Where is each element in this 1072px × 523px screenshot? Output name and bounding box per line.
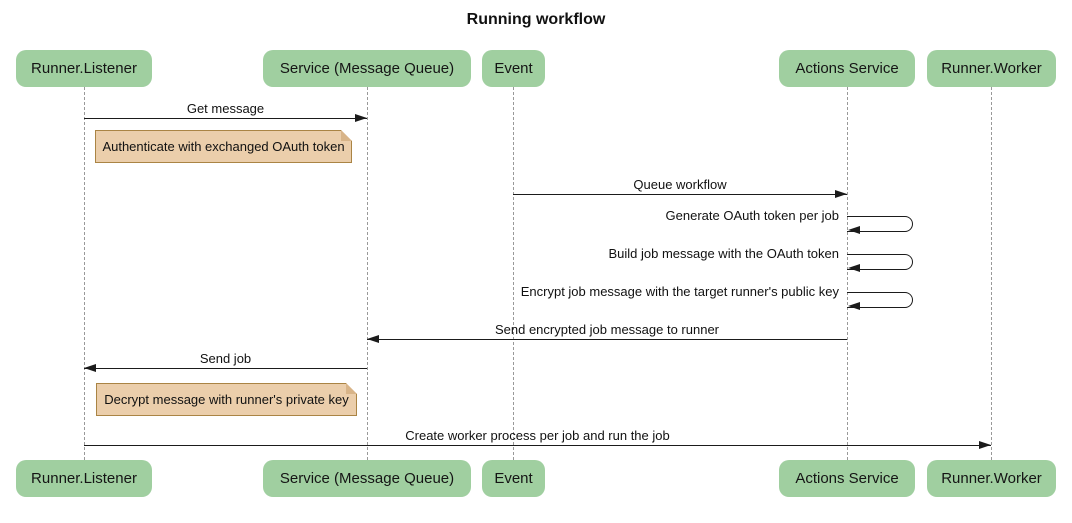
- arrowhead-right-icon: [835, 190, 847, 198]
- lifeline-service-mq: [367, 87, 368, 460]
- message-label: Build job message with the OAuth token: [608, 246, 839, 261]
- message-line: [367, 339, 847, 340]
- message-label: Get message: [186, 101, 265, 116]
- message-label: Send job: [199, 351, 252, 366]
- message-label: Generate OAuth token per job: [665, 208, 839, 223]
- arrowhead-right-icon: [979, 441, 991, 449]
- message-label: Encrypt job message with the target runn…: [520, 284, 839, 299]
- actor-bottom-runner-worker: Runner.Worker: [927, 460, 1056, 497]
- message-label: Create worker process per job and run th…: [405, 428, 670, 443]
- arrowhead-left-icon: [848, 226, 860, 234]
- lifeline-runner-worker: [991, 87, 992, 460]
- note-fold-icon: [346, 383, 357, 394]
- self-message-loop: [847, 216, 913, 232]
- self-message-loop: [847, 254, 913, 270]
- actor-top-runner-listener: Runner.Listener: [16, 50, 152, 87]
- message-line: [84, 445, 991, 446]
- note-label: Decrypt message with runner's private ke…: [104, 392, 349, 407]
- actor-top-actions-service: Actions Service: [779, 50, 915, 87]
- message-label: Send encrypted job message to runner: [494, 322, 720, 337]
- actor-bottom-service-mq: Service (Message Queue): [263, 460, 471, 497]
- actor-top-service-mq: Service (Message Queue): [263, 50, 471, 87]
- actor-bottom-actions-service: Actions Service: [779, 460, 915, 497]
- arrowhead-left-icon: [367, 335, 379, 343]
- arrowhead-left-icon: [84, 364, 96, 372]
- actor-bottom-event: Event: [482, 460, 545, 497]
- actor-top-event: Event: [482, 50, 545, 87]
- message-line: [84, 118, 367, 119]
- note-label: Authenticate with exchanged OAuth token: [102, 139, 345, 154]
- arrowhead-left-icon: [848, 302, 860, 310]
- message-line: [513, 194, 847, 195]
- message-label: Queue workflow: [633, 177, 727, 192]
- lifeline-event: [513, 87, 514, 460]
- actor-top-runner-worker: Runner.Worker: [927, 50, 1056, 87]
- arrowhead-left-icon: [848, 264, 860, 272]
- note: Decrypt message with runner's private ke…: [96, 383, 357, 416]
- message-line: [84, 368, 367, 369]
- arrowhead-right-icon: [355, 114, 367, 122]
- note: Authenticate with exchanged OAuth token: [95, 130, 352, 163]
- self-message-loop: [847, 292, 913, 308]
- lifeline-runner-listener: [84, 87, 85, 460]
- diagram-title: Running workflow: [466, 11, 606, 28]
- lifeline-actions-service: [847, 87, 848, 460]
- actor-bottom-runner-listener: Runner.Listener: [16, 460, 152, 497]
- note-fold-icon: [341, 130, 352, 141]
